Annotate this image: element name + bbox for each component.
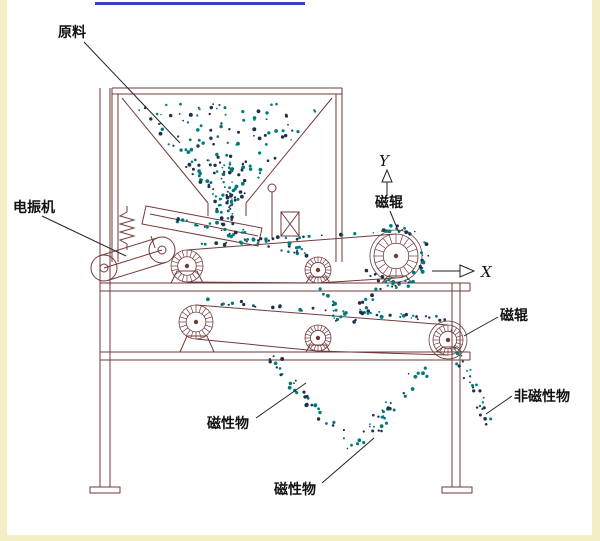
axis-x-label: X (480, 263, 493, 281)
label-magnetic-bottom: 磁性物 (274, 481, 316, 497)
label-non-magnetic: 非磁性物 (514, 388, 570, 404)
material-particles (138, 102, 493, 450)
feeder-spring (118, 206, 136, 250)
frame-legs (89, 88, 473, 494)
deck-beams (100, 282, 471, 361)
axis-y-arrow (381, 168, 393, 183)
annotations (41, 41, 513, 484)
axis-x-arrow (459, 264, 476, 278)
page-border-bottom (0, 535, 600, 541)
machine-frame (89, 87, 473, 494)
top-blue-line (95, 2, 305, 5)
rollers (170, 229, 468, 360)
adjuster-knob (267, 183, 277, 193)
axis-y-label: Y (379, 152, 391, 170)
feeder-tray (141, 205, 263, 249)
page-border-left (0, 0, 7, 541)
label-magnetic-roller-top: 磁辊 (375, 194, 403, 210)
label-magnetic-left: 磁性物 (207, 415, 249, 431)
hopper-funnel (121, 97, 333, 216)
adjuster-bracket (271, 192, 300, 238)
hopper-housing (111, 87, 343, 262)
leader-lines (41, 41, 513, 484)
vibrator-body (90, 236, 176, 282)
label-vibrator: 电振机 (13, 199, 55, 215)
page-border-right (592, 0, 600, 541)
label-magnetic-roller-right: 磁辊 (500, 307, 528, 323)
label-raw-material: 原料 (58, 24, 86, 40)
